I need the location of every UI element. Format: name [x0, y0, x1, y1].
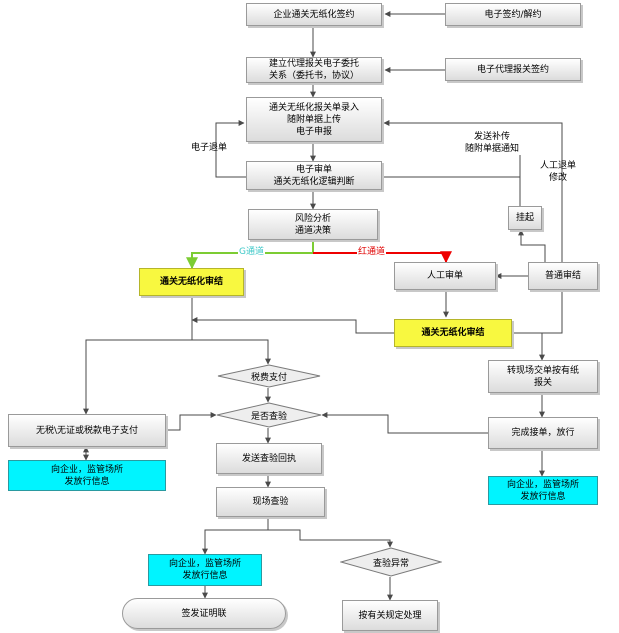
declare-entry-node: 通关无纸化报关单录入 随附单据上传 电子申报: [246, 97, 382, 142]
send-inspect-receipt-node: 发送查验回执: [216, 443, 322, 474]
edge-left-audit-down: [83, 296, 193, 415]
edge-to-tax: [192, 339, 271, 365]
need-inspect-label: 是否查验: [250, 411, 287, 422]
need-inspect-decision: 是否查验: [216, 402, 322, 428]
agency-sign-node: 电子代理报关签约: [445, 58, 581, 81]
to-field-report-node: 转现场交单按有纸 报关: [488, 360, 598, 393]
inspect-abnormal-diamond-shape: [340, 547, 442, 577]
edge-electronic-return: [215, 120, 246, 178]
e-sign-node: 电子签约/解约: [445, 3, 581, 26]
paperless-audit-left-node: 通关无纸化审结: [139, 268, 244, 296]
edge-complete-to-inspect: [321, 412, 488, 434]
paperless-sign-node: 企业通关无纸化签约: [246, 3, 382, 26]
notify-bottom-node: 向企业，监管场所 发放行信息: [148, 554, 262, 586]
red-channel-label: 红通道: [357, 246, 387, 258]
edge-return-to-entry: [383, 120, 563, 262]
handle-rules-node: 按有关规定处理: [342, 600, 438, 631]
complete-release-node: 完成接单，放行: [488, 417, 598, 449]
edge-normal-down: [542, 290, 563, 334]
no-tax-pay-node: 无税\无证或税款电子支付: [8, 414, 166, 447]
tax-payment-label: 税费支付: [250, 372, 287, 383]
edge-field-split: [202, 517, 269, 555]
send-supplement-label: 发送补传 随附单据通知: [465, 132, 520, 154]
notify-right-node: 向企业，监管场所 发放行信息: [488, 476, 598, 505]
tax-payment-diamond-shape: [217, 364, 321, 388]
edge-field-to-abnormal: [268, 529, 393, 548]
tax-payment-decision: 税费支付: [217, 364, 321, 388]
risk-analysis-node: 风险分析 通道决策: [248, 209, 378, 240]
need-inspect-diamond-shape: [216, 402, 322, 428]
e-review-node: 电子审单 通关无纸化逻辑判断: [246, 161, 382, 190]
field-inspect-node: 现场查验: [216, 487, 325, 517]
sign-certificate-node: 签发证明联: [122, 598, 286, 629]
edge-normal-to-suspend: [518, 229, 546, 262]
manual-return-label: 人工退单 修改: [540, 161, 577, 183]
notify-left-node: 向企业，监管场所 发放行信息: [8, 460, 166, 491]
edge-notax-to-inspect: [166, 412, 217, 431]
edge-center-to-left: [191, 317, 394, 334]
manual-review-node: 人工审单: [394, 262, 496, 290]
normal-audit-node: 普通审结: [528, 262, 598, 290]
agency-relation-node: 建立代理报关电子委托 关系（委托书，协议）: [246, 57, 382, 83]
inspect-abnormal-label: 查验异常: [372, 558, 409, 569]
edge-center-to-field: [512, 332, 545, 361]
suspend-node: 挂起: [508, 206, 542, 230]
paperless-audit-center-node: 通关无纸化审结: [394, 319, 512, 347]
inspect-abnormal-decision: 查验异常: [340, 547, 442, 577]
green-channel-label: G通道: [238, 246, 265, 258]
edge-review-right: [382, 176, 521, 206]
e-return-label: 电子退单: [191, 143, 228, 153]
